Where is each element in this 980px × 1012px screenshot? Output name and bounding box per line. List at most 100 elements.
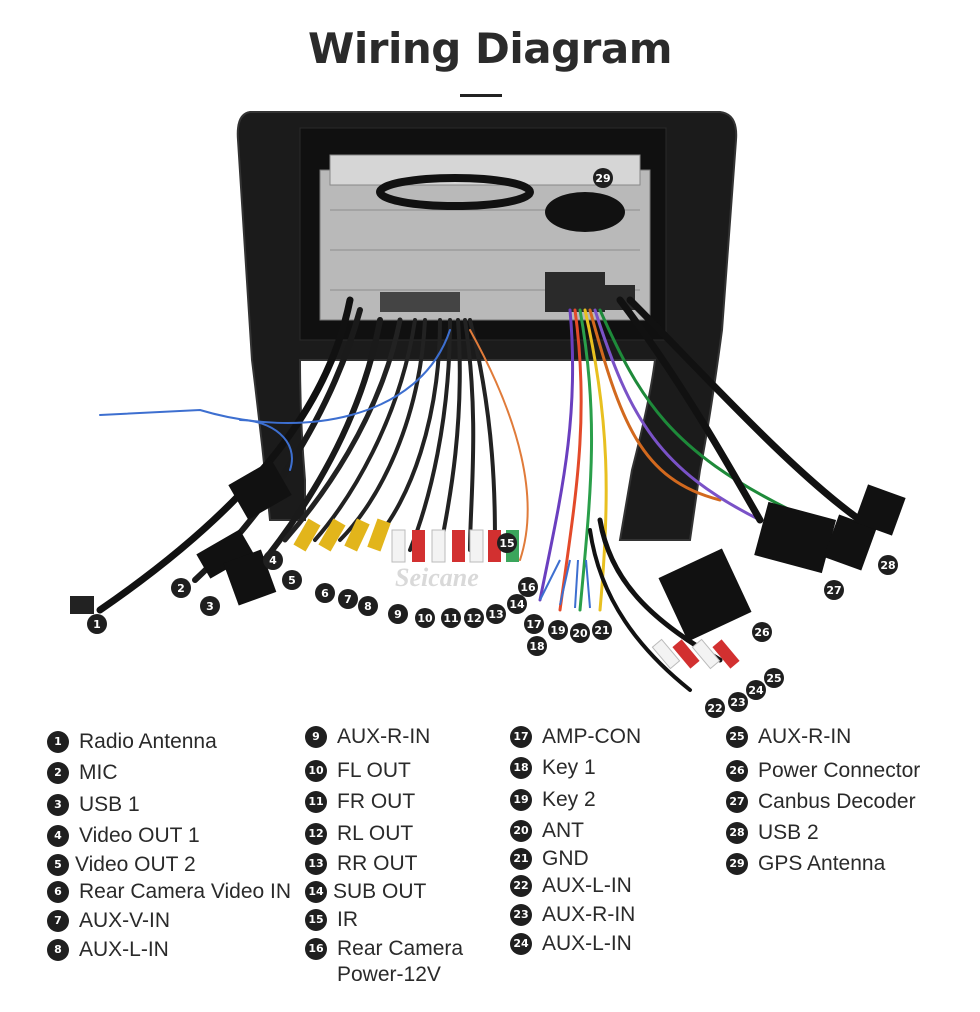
svg-text:6: 6 xyxy=(321,587,329,600)
legend-label: Key 2 xyxy=(542,788,596,811)
svg-text:10: 10 xyxy=(417,612,433,625)
connector-block-left xyxy=(380,292,460,312)
legend-number: 6 xyxy=(47,881,69,903)
svg-text:20: 20 xyxy=(572,627,588,640)
legend-item: 14 SUB OUT xyxy=(305,879,426,905)
marker-8: 8 xyxy=(358,596,378,616)
legend-label: AMP-CON xyxy=(542,725,642,748)
marker-22: 22 xyxy=(705,698,725,718)
legend-number: 29 xyxy=(726,853,748,875)
legend-number: 12 xyxy=(305,823,327,845)
svg-text:15: 15 xyxy=(499,537,514,550)
legend-label: Key 1 xyxy=(542,756,596,779)
legend-label: Video OUT 1 xyxy=(79,824,200,847)
legend-item: 17 AMP-CON xyxy=(510,724,641,750)
marker-26: 26 xyxy=(752,622,772,642)
svg-text:14: 14 xyxy=(509,598,525,611)
legend-number: 3 xyxy=(47,794,69,816)
legend-number: 14 xyxy=(305,881,327,903)
legend-item: 28 USB 2 xyxy=(726,820,819,846)
svg-text:12: 12 xyxy=(466,612,481,625)
marker-24: 24 xyxy=(746,680,766,700)
legend-number: 17 xyxy=(510,726,532,748)
legend-number: 21 xyxy=(510,848,532,870)
legend-number: 22 xyxy=(510,875,532,897)
marker-10: 10 xyxy=(415,608,435,628)
svg-text:27: 27 xyxy=(826,584,841,597)
legend-label: USB 2 xyxy=(758,821,819,844)
legend-label: FL OUT xyxy=(337,759,411,782)
marker-19: 19 xyxy=(548,620,568,640)
legend-number: 8 xyxy=(47,939,69,961)
legend-number: 9 xyxy=(305,726,327,748)
legend-label: Power Connector xyxy=(758,759,921,782)
svg-text:13: 13 xyxy=(488,608,503,621)
legend-number: 15 xyxy=(305,909,327,931)
svg-text:24: 24 xyxy=(748,684,764,697)
svg-text:23: 23 xyxy=(730,696,745,709)
legend-label: SUB OUT xyxy=(333,880,427,903)
legend-number: 18 xyxy=(510,757,532,779)
svg-text:17: 17 xyxy=(526,618,541,631)
legend-label: ANT xyxy=(542,819,584,842)
svg-text:11: 11 xyxy=(443,612,458,625)
marker-1: 1 xyxy=(87,614,107,634)
legend-label: FR OUT xyxy=(337,790,416,813)
legend-number: 24 xyxy=(510,933,532,955)
mic-jack xyxy=(196,529,254,579)
page-title: Wiring Diagram xyxy=(308,24,672,73)
legend-item: 11 FR OUT xyxy=(305,789,415,815)
marker-11: 11 xyxy=(441,608,461,628)
legend-item: 10 FL OUT xyxy=(305,758,411,784)
legend-number: 27 xyxy=(726,791,748,813)
coiled-cable xyxy=(376,174,534,210)
gps-antenna-puck xyxy=(545,192,625,232)
marker-5: 5 xyxy=(282,570,302,590)
legend-number: 1 xyxy=(47,731,69,753)
radio-antenna-plug xyxy=(70,596,94,614)
legend-number: 16 xyxy=(305,938,327,960)
legend-number: 28 xyxy=(726,822,748,844)
svg-text:16: 16 xyxy=(520,581,536,594)
marker-7: 7 xyxy=(338,589,358,609)
legend-label: Rear Camera Video IN xyxy=(79,880,292,903)
legend-label: IR xyxy=(337,908,358,931)
marker-25: 25 xyxy=(764,668,784,688)
legend-label: AUX-L-IN xyxy=(542,874,632,897)
connector-block-right xyxy=(545,272,605,312)
marker-21: 21 xyxy=(592,620,612,640)
legend-label: GPS Antenna xyxy=(758,852,886,875)
legend-number: 11 xyxy=(305,791,327,813)
legend-label: AUX-R-IN xyxy=(542,903,636,926)
legend-label: USB 1 xyxy=(79,793,140,816)
legend-item: 18 Key 1 xyxy=(510,755,596,781)
rca-plugs-yellow xyxy=(293,518,391,552)
svg-text:25: 25 xyxy=(766,672,781,685)
legend-number: 2 xyxy=(47,762,69,784)
marker-18: 18 xyxy=(527,636,547,656)
wiring-photo: Seicane 1 2 3 4 5 6 7 8 9 10 11 12 13 14… xyxy=(70,111,906,718)
svg-text:1: 1 xyxy=(93,618,101,631)
legend-number: 26 xyxy=(726,760,748,782)
marker-27: 27 xyxy=(824,580,844,600)
legend-item: 3 USB 1 xyxy=(47,792,140,818)
usb1-plug xyxy=(223,549,277,606)
svg-text:29: 29 xyxy=(595,172,610,185)
svg-text:8: 8 xyxy=(364,600,372,613)
legend-number: 10 xyxy=(305,760,327,782)
legend-item: 6 Rear Camera Video IN xyxy=(47,879,291,905)
title-underline xyxy=(460,94,502,97)
legend-item: 22 AUX-L-IN xyxy=(510,873,632,899)
svg-text:4: 4 xyxy=(269,554,277,567)
marker-23: 23 xyxy=(728,692,748,712)
legend-item: 29 GPS Antenna xyxy=(726,851,885,877)
